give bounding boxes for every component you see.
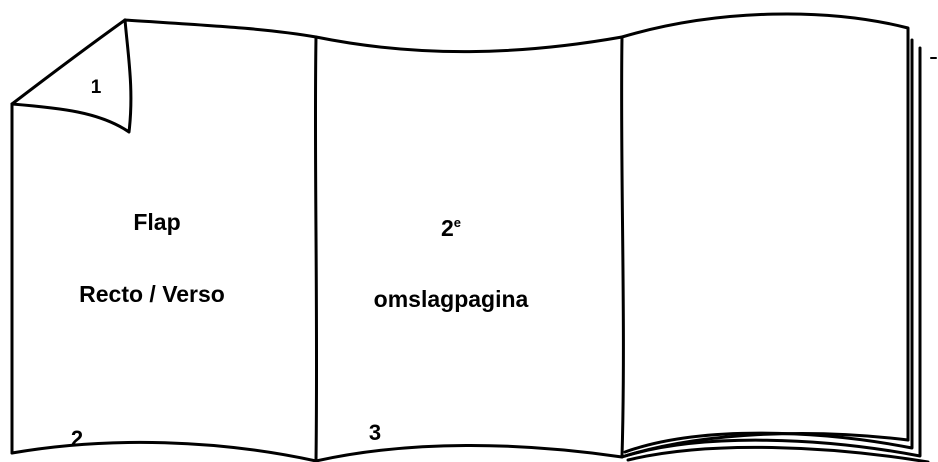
- flap-fold-diagonal: [10, 18, 127, 106]
- flap-corner-number: 1: [91, 77, 102, 98]
- inside-cover-title-number: 2: [441, 215, 454, 241]
- flap-fold-curl: [10, 18, 133, 134]
- spine-left: [313, 35, 319, 462]
- flap-page-number: 2: [71, 426, 83, 451]
- flap-title: Flap: [133, 209, 180, 235]
- back-page-edge-2: [623, 46, 922, 458]
- inside-cover-page-number: 3: [369, 420, 381, 445]
- inside-cover-title: 2e: [441, 215, 461, 241]
- inside-cover-title-word: omslagpagina: [374, 286, 529, 312]
- spine-right: [620, 35, 625, 459]
- top-edge: [123, 12, 910, 442]
- back-page-edge-1: [623, 38, 914, 454]
- back-page-edge-3: [626, 445, 930, 462]
- bottom-edge: [10, 432, 910, 462]
- inside-cover-title-suffix: e: [454, 215, 461, 230]
- flap-subtitle: Recto / Verso: [79, 281, 225, 307]
